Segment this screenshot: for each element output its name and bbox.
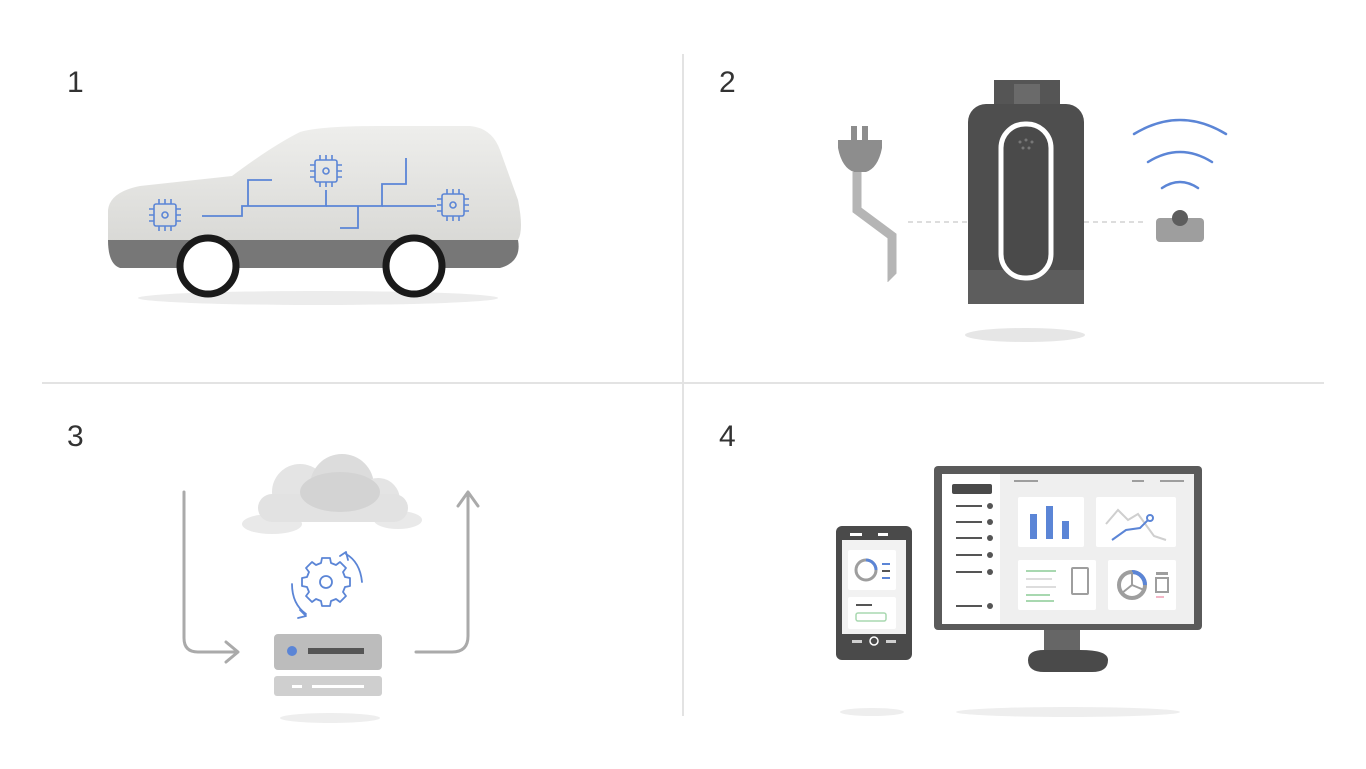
chip-icon-right bbox=[437, 189, 469, 221]
chip-icon-left bbox=[149, 199, 181, 231]
power-plug-icon bbox=[838, 126, 900, 286]
car-body bbox=[108, 126, 521, 242]
chip-icon-center bbox=[310, 155, 342, 187]
car-rear-wheel bbox=[176, 234, 240, 298]
smartphone-icon bbox=[836, 526, 912, 660]
desktop-monitor-icon bbox=[934, 466, 1202, 672]
car-front-wheel bbox=[382, 234, 446, 298]
obd-dongle-device bbox=[968, 80, 1084, 304]
sensor-module-icon bbox=[1156, 210, 1204, 242]
vertical-divider bbox=[682, 54, 684, 716]
dongle-shadow bbox=[965, 328, 1085, 342]
arrow-to-server bbox=[182, 490, 238, 654]
step-number-4: 4 bbox=[719, 420, 736, 453]
arrow-to-cloud bbox=[414, 492, 470, 654]
step-number-1: 1 bbox=[67, 66, 84, 99]
cloud-icon bbox=[242, 454, 422, 534]
step-number-3: 3 bbox=[67, 420, 84, 453]
server-icon bbox=[274, 634, 382, 696]
gear-sync-icon bbox=[291, 551, 363, 619]
horizontal-divider bbox=[42, 382, 1324, 384]
wireless-signal-icon bbox=[1132, 118, 1228, 190]
step-number-2: 2 bbox=[719, 66, 736, 99]
